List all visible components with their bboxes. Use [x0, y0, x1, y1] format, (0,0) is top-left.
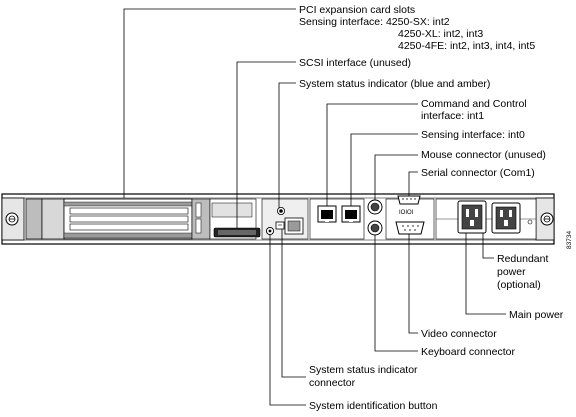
system-id-button-label: System identification button — [309, 400, 438, 412]
sensing-int0-label: Sensing interface: int0 — [421, 129, 525, 141]
main-power-inlet-icon — [457, 200, 487, 234]
right-thumbscrew-icon — [540, 212, 554, 226]
keyboard-label: Keyboard connector — [421, 346, 515, 358]
scsi-connector-icon — [213, 227, 261, 238]
command-control-label-1: Command and Control — [421, 98, 527, 110]
pci-sensing-label: Sensing interface: 4250-SX: int2 — [299, 16, 450, 28]
serial-connector-icon — [397, 195, 421, 205]
status-connector-label-2: connector — [309, 377, 356, 389]
serial-port-marking: IOIOI — [399, 210, 414, 216]
system-status-connector-icon — [275, 221, 285, 230]
figure-number: 83734 — [566, 231, 573, 249]
redundant-power-label-3: (optional) — [497, 279, 541, 291]
keyboard-connector-icon — [367, 220, 383, 236]
mouse-connector-icon — [367, 199, 383, 215]
command-control-port-icon — [317, 205, 337, 223]
sensing-int0-port-icon — [341, 205, 361, 223]
pci-4fe-label: 4250-4FE: int2, int3, int4, int5 — [398, 40, 535, 52]
main-power-label: Main power — [509, 309, 564, 321]
video-connector-icon — [395, 221, 425, 235]
pci-slot-area — [25, 198, 193, 240]
command-control-label-2: interface: int1 — [421, 110, 484, 122]
status-connector-label-1: System status indicator — [309, 364, 418, 376]
callout-leaders — [123, 8, 506, 406]
pci-xl-label: 4250-XL: int2, int3 — [398, 28, 483, 40]
status-indicator-label: System status indicator (blue and amber) — [299, 78, 490, 90]
redundant-power-label-1: Redundant — [497, 253, 548, 265]
pci-slots-label: PCI expansion card slots — [299, 4, 415, 16]
scsi-label: SCSI interface (unused) — [299, 57, 411, 69]
left-thumbscrew-icon — [5, 212, 19, 226]
serial-label: Serial connector (Com1) — [421, 167, 535, 179]
redundant-power-inlet-icon — [491, 202, 521, 234]
video-label: Video connector — [421, 328, 497, 340]
redundant-power-label-2: power — [497, 266, 526, 278]
system-id-button-icon[interactable] — [265, 226, 275, 236]
mouse-label: Mouse connector (unused) — [421, 149, 546, 161]
system-status-led-icon — [276, 206, 285, 215]
